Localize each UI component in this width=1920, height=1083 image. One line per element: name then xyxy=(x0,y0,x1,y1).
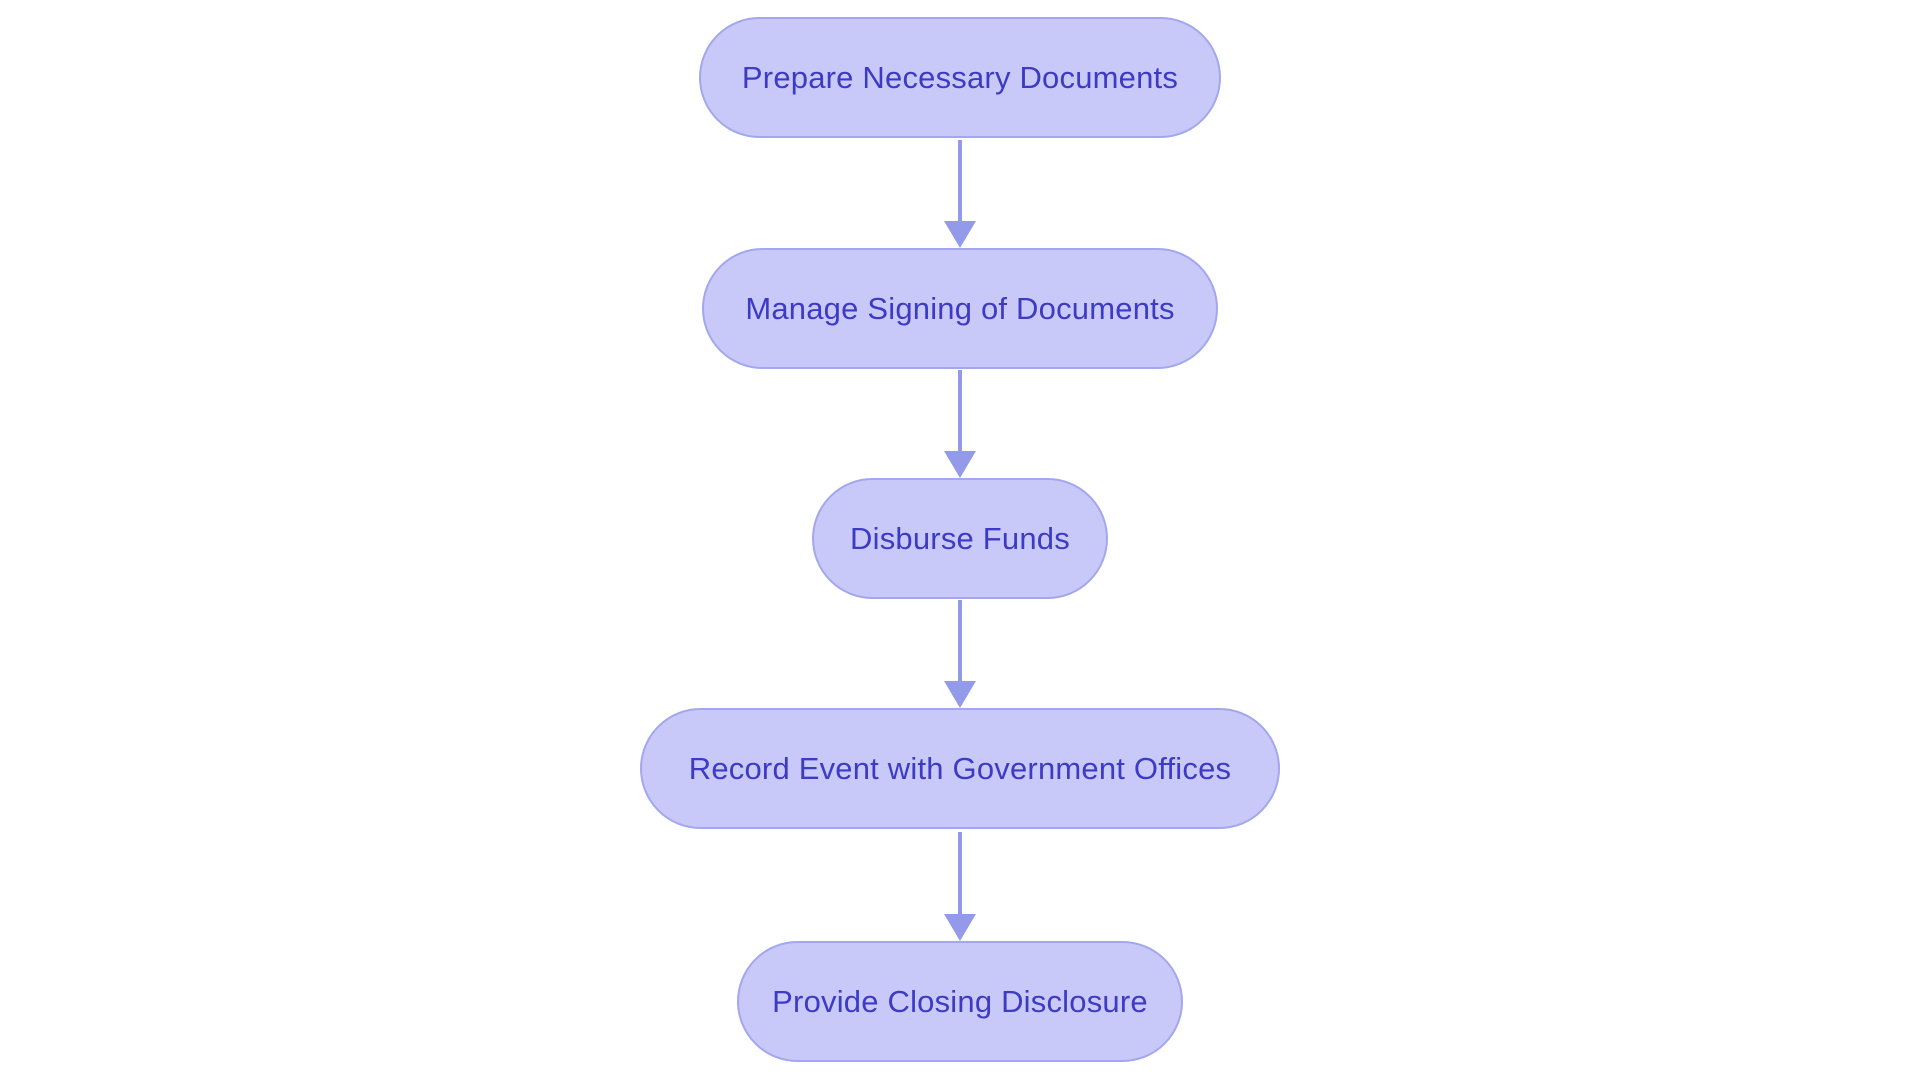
flow-arrow-2 xyxy=(944,370,976,478)
arrowhead-down-icon xyxy=(944,221,976,248)
flow-node-manage-signing-of-documents: Manage Signing of Documents xyxy=(702,248,1218,369)
arrow-stem xyxy=(958,600,962,681)
flow-node-provide-closing-disclosure: Provide Closing Disclosure xyxy=(737,941,1183,1062)
flow-node-prepare-necessary-documents: Prepare Necessary Documents xyxy=(699,17,1221,138)
arrowhead-down-icon xyxy=(944,681,976,708)
flow-node-label: Provide Closing Disclosure xyxy=(772,983,1148,1019)
arrow-stem xyxy=(958,832,962,914)
flow-node-record-event-with-government-offices: Record Event with Government Offices xyxy=(640,708,1280,829)
flow-arrow-4 xyxy=(944,832,976,941)
flow-node-label: Record Event with Government Offices xyxy=(688,750,1232,786)
flow-node-label: Prepare Necessary Documents xyxy=(741,59,1179,95)
flow-node-label: Manage Signing of Documents xyxy=(745,290,1175,326)
flow-arrow-1 xyxy=(944,140,976,248)
arrowhead-down-icon xyxy=(944,451,976,478)
flow-arrow-3 xyxy=(944,600,976,708)
flow-node-disburse-funds: Disburse Funds xyxy=(812,478,1108,599)
flow-node-label: Disburse Funds xyxy=(850,520,1070,556)
arrow-stem xyxy=(958,140,962,221)
arrow-stem xyxy=(958,370,962,451)
arrowhead-down-icon xyxy=(944,914,976,941)
